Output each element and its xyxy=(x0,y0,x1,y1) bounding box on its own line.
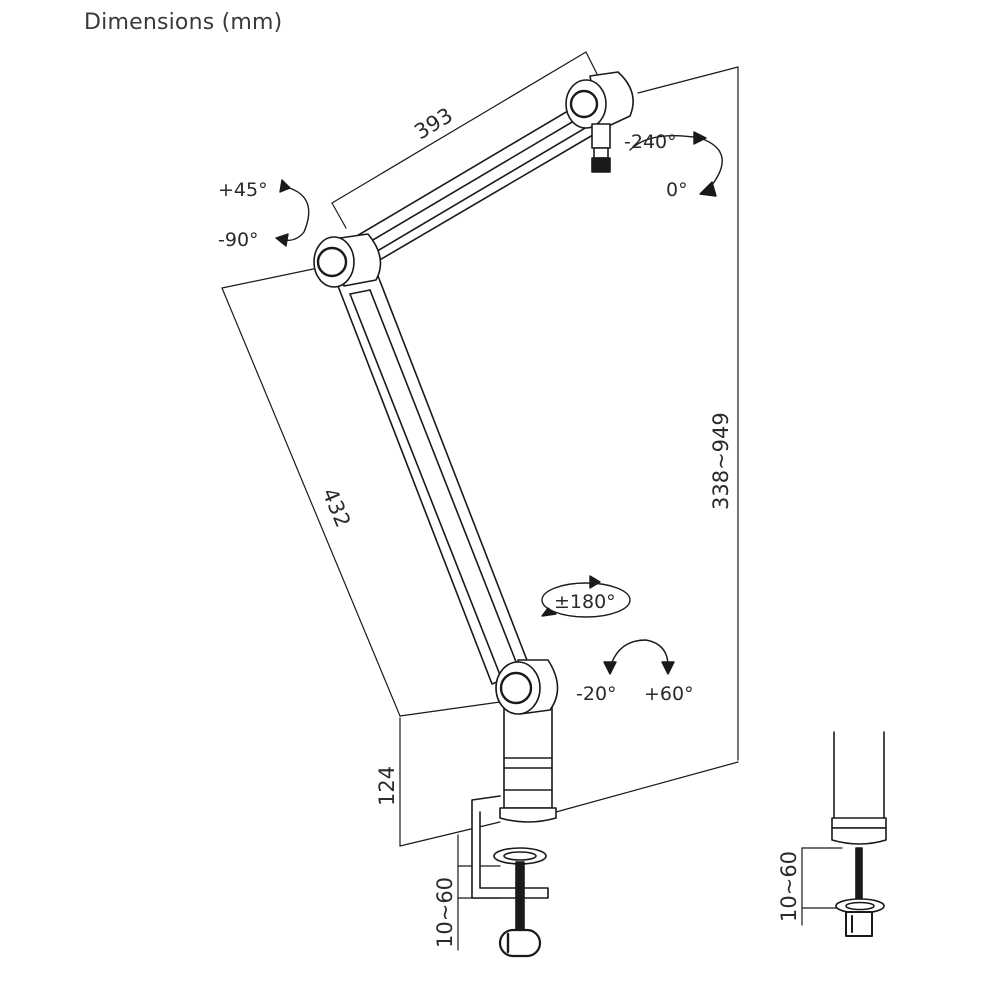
angle-labels: -240° 0° +45° -90° ±180° -20° +60° xyxy=(218,131,694,705)
grommet-mount xyxy=(831,731,887,937)
upper-arm-length-label: 393 xyxy=(410,103,457,144)
base-height-label: 124 xyxy=(375,766,399,806)
top-angle-minus-label: -240° xyxy=(624,131,677,153)
lower-arm-length-label: 432 xyxy=(317,485,355,531)
desk-clamp xyxy=(471,795,549,958)
upper-arm xyxy=(349,104,599,269)
height-range-label: 338~949 xyxy=(709,412,733,510)
clamp-range-alt-label: 10~60 xyxy=(777,851,801,922)
base-angle-minus-label: -20° xyxy=(576,683,617,705)
dimension-lines xyxy=(221,51,843,951)
top-joint xyxy=(565,71,634,173)
base-joint xyxy=(495,659,559,823)
swivel-angle-label: ±180° xyxy=(554,591,616,613)
lower-arm xyxy=(337,275,531,685)
top-angle-zero-label: 0° xyxy=(666,179,688,201)
base-angle-plus-label: +60° xyxy=(644,683,694,705)
page-title: Dimensions (mm) xyxy=(84,10,283,35)
dimension-labels: 393 432 338~949 124 10~60 10~60 xyxy=(317,103,801,948)
elbow-joint xyxy=(313,233,382,288)
elbow-angle-minus-label: -90° xyxy=(218,229,259,251)
clamp-range-label: 10~60 xyxy=(433,877,457,948)
elbow-angle-plus-label: +45° xyxy=(218,179,268,201)
rotation-arrows xyxy=(275,131,723,675)
